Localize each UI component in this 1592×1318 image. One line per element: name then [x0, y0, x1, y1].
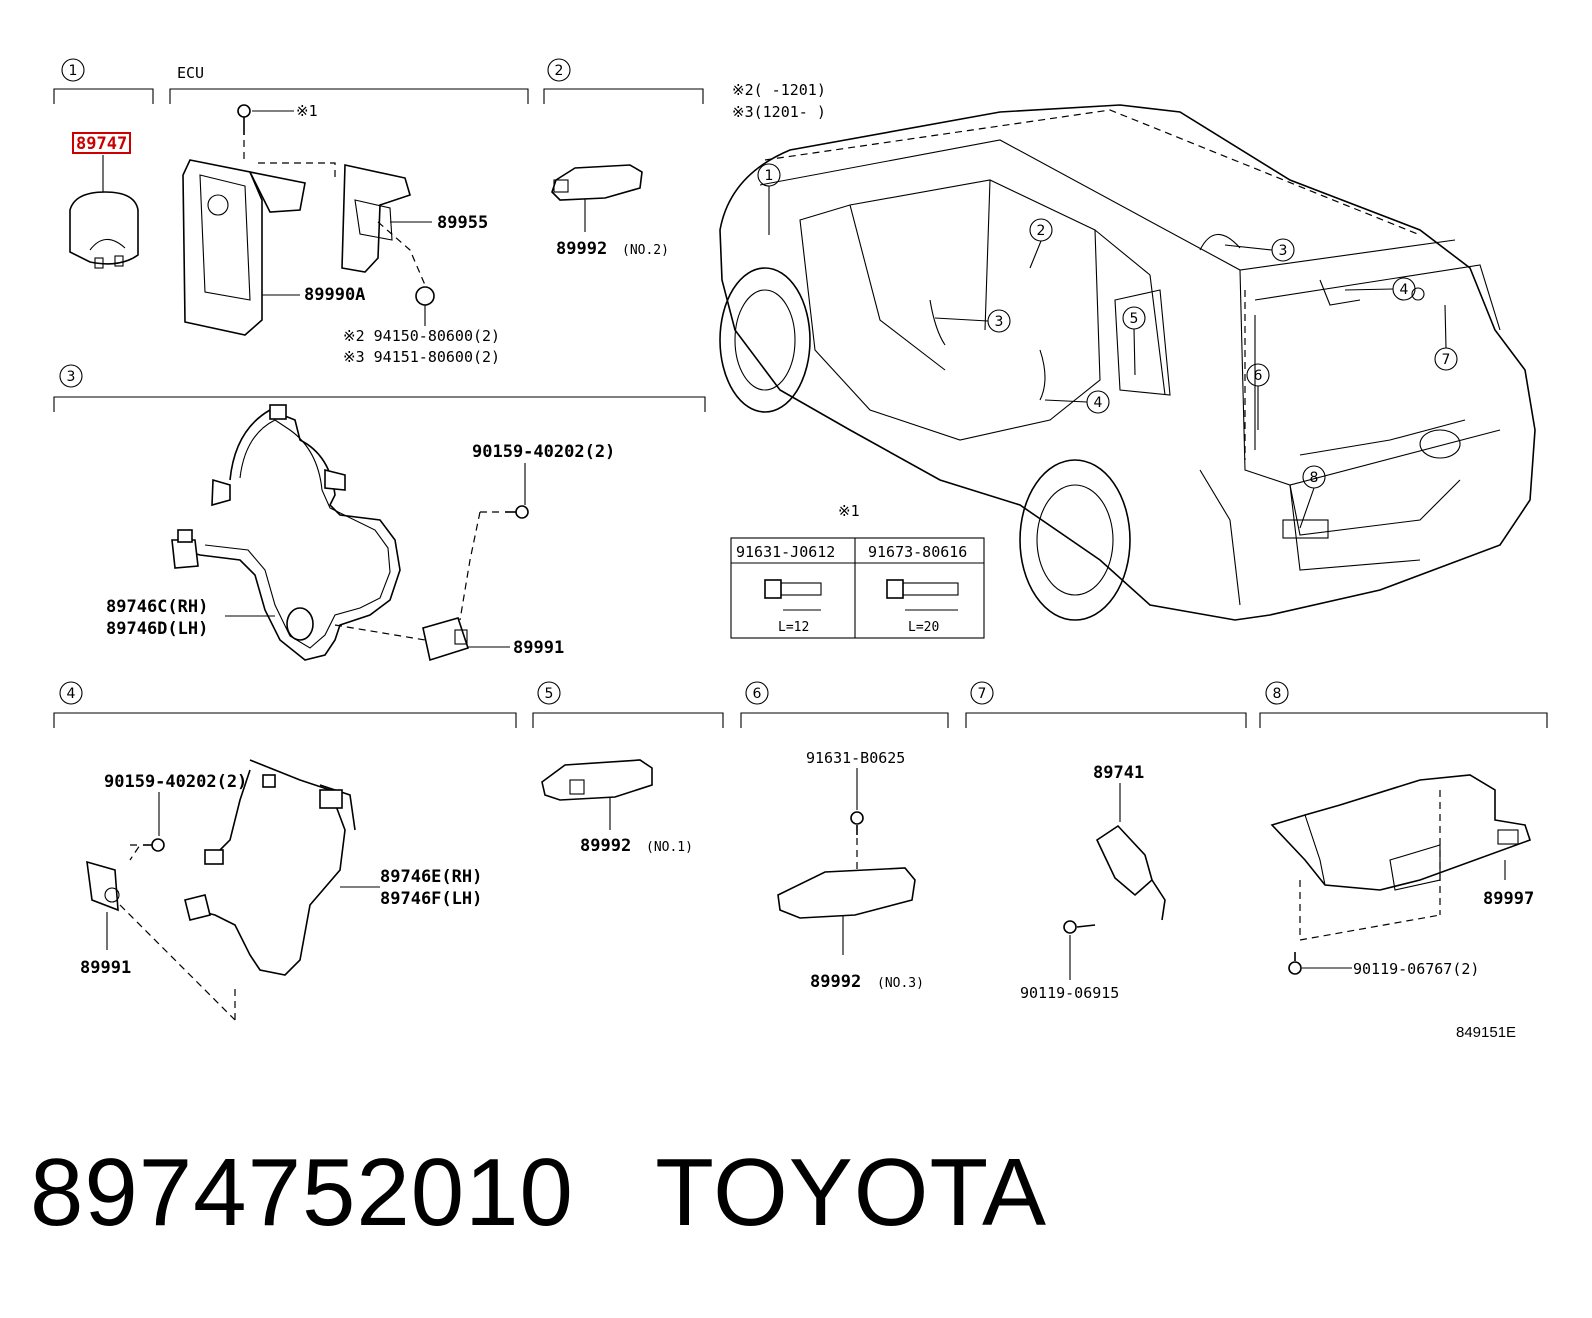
svg-text:3: 3 — [1279, 243, 1288, 259]
section-3-number: 3 — [67, 369, 76, 385]
callout-6: 6 — [1246, 363, 1270, 430]
footer-brand: TOYOTA — [655, 1139, 1048, 1246]
part-89990A[interactable]: 89990A — [304, 285, 365, 305]
ecu-label: ECU — [177, 64, 204, 82]
bolt-90159-a[interactable]: 90159-40202(2) — [472, 442, 615, 462]
part-89746F[interactable]: 89746F(LH) — [380, 889, 482, 909]
bolt-90119-06915[interactable]: 90119-06915 — [1020, 984, 1119, 1002]
clip-94151[interactable]: ※3 94151-80600(2) — [343, 348, 500, 366]
section-8-number: 8 — [1273, 686, 1282, 702]
part-89746D[interactable]: 89746D(LH) — [106, 619, 208, 639]
part-89991-a[interactable]: 89991 — [513, 638, 564, 658]
part-89992-no1[interactable]: 89992 — [580, 836, 631, 856]
svg-text:2: 2 — [1037, 223, 1046, 239]
section-6: 6 91631-B0625 89992 (NO.3) — [740, 681, 949, 992]
section-4: 4 90159-40202(2) 89991 89746E(RH) 89746F… — [53, 681, 517, 1021]
part-89992-no3[interactable]: 89992 — [810, 972, 861, 992]
legend-3: ※3(1201- ) — [732, 103, 826, 121]
section-4-number: 4 — [67, 686, 76, 702]
part-89746C[interactable]: 89746C(RH) — [106, 597, 208, 617]
section-8: 8 89997 90119-06767(2) — [1259, 681, 1548, 978]
callout-7: 7 — [1434, 304, 1458, 371]
bolt-length-20: L=20 — [908, 620, 939, 635]
diagram-id: 849151E — [1456, 1024, 1516, 1041]
part-89955[interactable]: 89955 — [437, 213, 488, 233]
section-2: 2 89992 (NO.2) — [543, 58, 704, 259]
label-no2: (NO.2) — [622, 243, 669, 258]
callout-2: 2 — [1029, 218, 1053, 269]
section-1: 1 ECU 89747 ※1 — [53, 58, 529, 366]
footer-part-number: 8974752010 — [30, 1139, 574, 1246]
callout-1: 1 — [757, 163, 781, 235]
section-5: 5 89992 (NO.1) — [532, 681, 724, 856]
part-89746E[interactable]: 89746E(RH) — [380, 867, 482, 887]
svg-text:8: 8 — [1310, 470, 1319, 486]
callout-8: 8 — [1299, 465, 1326, 529]
bolt-col-91631[interactable]: 91631-J0612 — [736, 543, 835, 561]
bolt-90119-06767[interactable]: 90119-06767(2) — [1353, 960, 1479, 978]
bolt-col-91673[interactable]: 91673-80616 — [868, 543, 967, 561]
section-7: 7 89741 90119-06915 — [965, 681, 1247, 1002]
section-6-number: 6 — [753, 686, 762, 702]
svg-text:4: 4 — [1094, 395, 1103, 411]
svg-text:4: 4 — [1400, 282, 1409, 298]
section-5-number: 5 — [545, 686, 554, 702]
footer-title: 8974752010 TOYOTA — [30, 1138, 1047, 1248]
highlight-box — [72, 132, 131, 154]
svg-text:3: 3 — [995, 314, 1004, 330]
callout-4a: 4 — [1344, 277, 1416, 301]
part-89747[interactable]: 89747 — [76, 134, 127, 154]
section-7-number: 7 — [978, 686, 987, 702]
bolt-length-12: L=12 — [778, 620, 809, 635]
part-89992-no2[interactable]: 89992 — [556, 239, 607, 259]
legend-2: ※2( -1201) — [732, 81, 826, 99]
svg-text:6: 6 — [1254, 368, 1263, 384]
svg-text:7: 7 — [1442, 352, 1451, 368]
vehicle-outline: 1 2 3 3 4 4 5 6 7 8 — [719, 104, 1536, 621]
svg-text:1: 1 — [765, 168, 774, 184]
section-3: 3 90159-40202(2) 89746C(RH) 89746D(LH) 8… — [53, 364, 706, 662]
bolt-91631-b0625[interactable]: 91631-B0625 — [806, 749, 905, 767]
callout-3b: 3 — [934, 309, 1011, 333]
bolt-table-note: ※1 — [838, 502, 860, 520]
relay-89747 — [69, 191, 139, 269]
ecu-assembly — [182, 104, 435, 336]
callout-5: 5 — [1122, 306, 1146, 376]
note-1-a: ※1 — [296, 102, 318, 120]
section-1-number: 1 — [69, 63, 78, 79]
callout-4b: 4 — [1044, 390, 1110, 414]
callout-3a: 3 — [1224, 238, 1295, 262]
part-89991-b[interactable]: 89991 — [80, 958, 131, 978]
section-2-number: 2 — [555, 63, 564, 79]
label-no1: (NO.1) — [646, 840, 693, 855]
part-89997[interactable]: 89997 — [1483, 889, 1534, 909]
svg-text:5: 5 — [1130, 311, 1139, 327]
part-89741[interactable]: 89741 — [1093, 763, 1144, 783]
label-no3: (NO.3) — [877, 976, 924, 991]
bolt-90159-b[interactable]: 90159-40202(2) — [104, 772, 247, 792]
clip-94150[interactable]: ※2 94150-80600(2) — [343, 327, 500, 345]
bolt-table: ※1 91631-J0612 91673-80616 L=12 L=20 — [730, 502, 985, 639]
